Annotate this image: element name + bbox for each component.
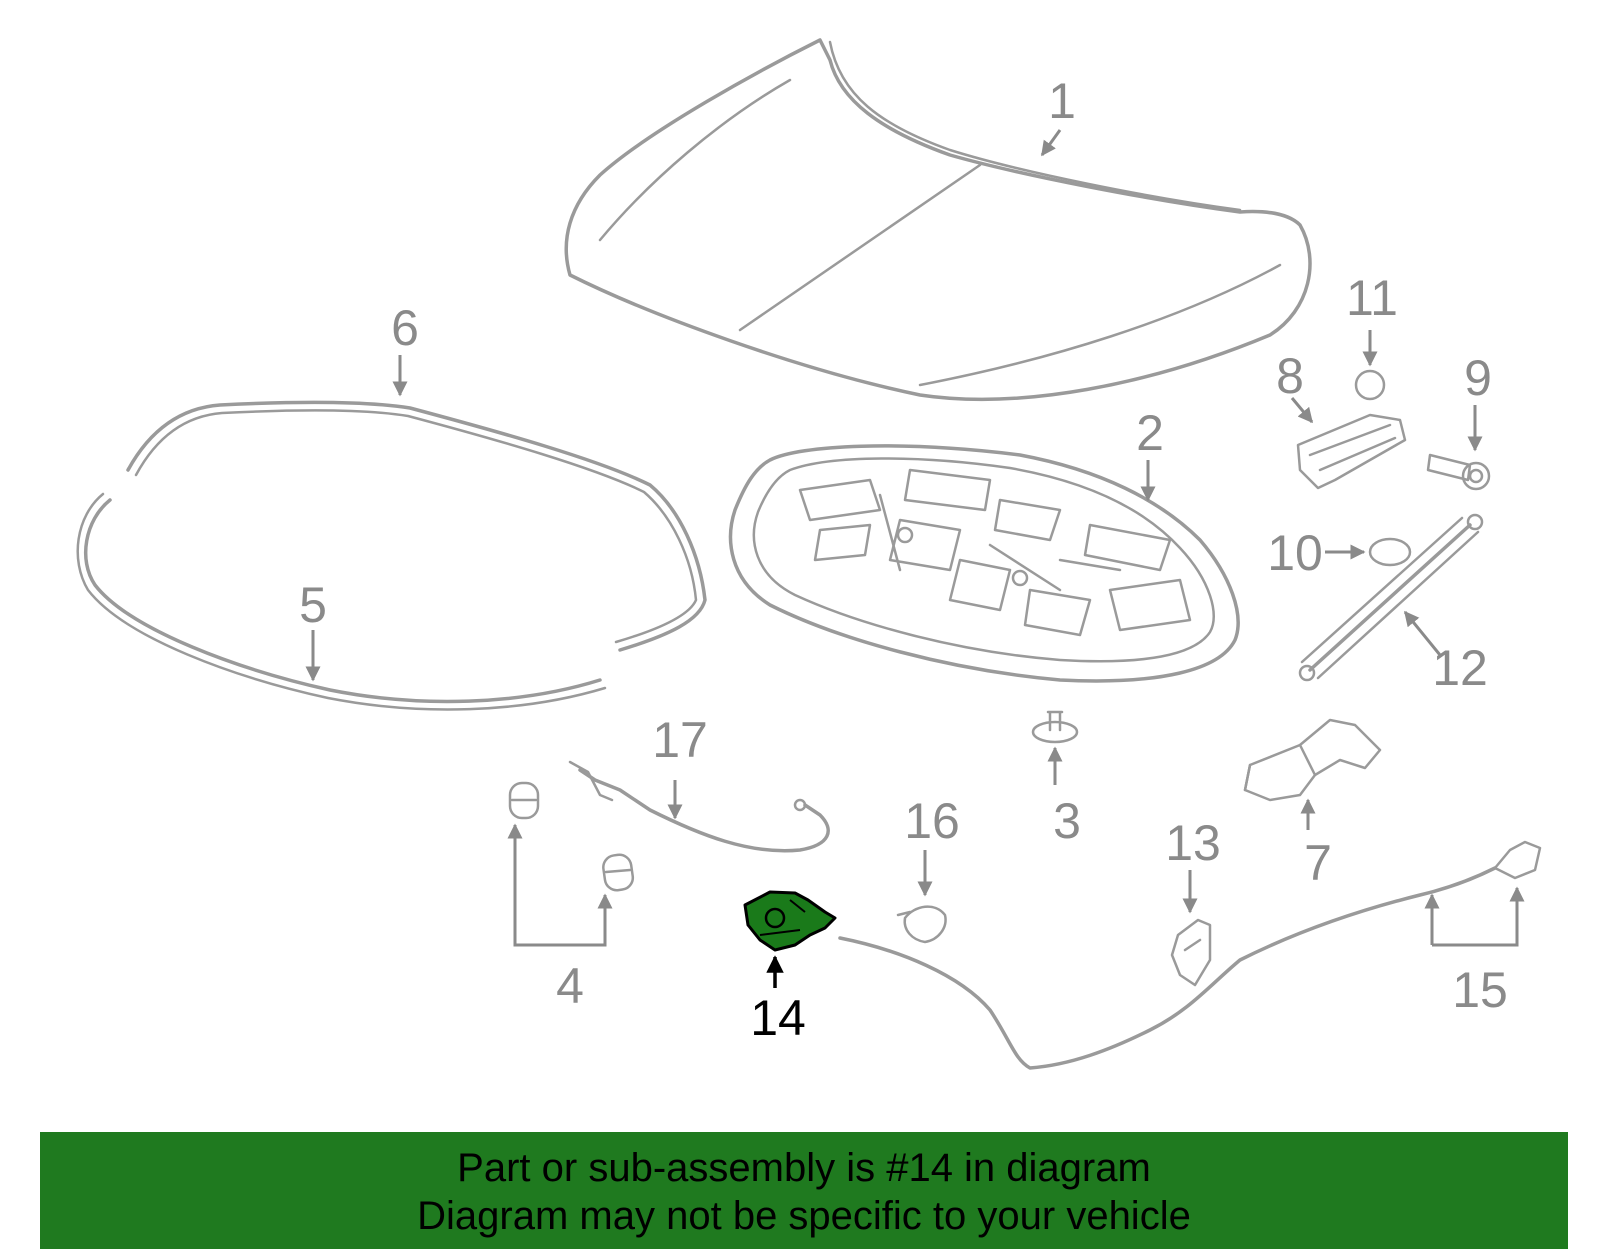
- part-bracket-7[interactable]: [1243, 718, 1382, 802]
- callout-3: 3: [1053, 793, 1081, 849]
- part-seal-6[interactable]: [126, 400, 707, 652]
- part-clip-3[interactable]: [1031, 710, 1079, 744]
- part-strut-12[interactable]: [1298, 513, 1484, 682]
- banner-line-part: Part or sub-assembly is #14 in diagram: [457, 1146, 1151, 1190]
- callout-7: 7: [1304, 835, 1332, 891]
- callout-11: 11: [1346, 270, 1398, 326]
- banner-line-disclaimer: Diagram may not be specific to your vehi…: [417, 1194, 1191, 1238]
- callout-2: 2: [1136, 405, 1164, 461]
- callout-10: 10: [1267, 525, 1323, 581]
- part-cap-11[interactable]: [1354, 369, 1386, 401]
- callout-9: 9: [1464, 350, 1492, 406]
- callout-17: 17: [652, 712, 708, 768]
- part-grommet-16[interactable]: [896, 905, 947, 944]
- part-bumpers-4[interactable]: [508, 781, 635, 892]
- part-handle-13[interactable]: [1170, 918, 1212, 987]
- part-hinge-8[interactable]: [1296, 413, 1407, 490]
- part-plug-10[interactable]: [1368, 537, 1412, 567]
- info-banner: Part or sub-assembly is #14 in diagram D…: [40, 1132, 1568, 1249]
- callout-5: 5: [299, 577, 327, 633]
- part-cable-15[interactable]: [838, 840, 1542, 1070]
- part-hood[interactable]: [564, 38, 1312, 402]
- part-seal-5[interactable]: [76, 492, 607, 711]
- callout-8: 8: [1276, 348, 1304, 404]
- callout-4: 4: [556, 958, 584, 1014]
- callout-14: 14: [750, 990, 806, 1046]
- part-insulator[interactable]: [728, 444, 1240, 683]
- callout-labels: 1 2 3 4 5 6 7 8 9 10 11 12 13 14 15 16 1…: [299, 73, 1508, 1046]
- callout-1: 1: [1048, 73, 1076, 129]
- callout-15: 15: [1452, 962, 1508, 1018]
- callout-16: 16: [904, 793, 960, 849]
- part-latch-14-highlighted[interactable]: [743, 890, 837, 952]
- callout-6: 6: [391, 300, 419, 356]
- part-cable-17[interactable]: [568, 760, 830, 853]
- callout-13: 13: [1165, 815, 1221, 871]
- leader-lines: [305, 129, 1525, 988]
- part-bolt-9[interactable]: [1426, 453, 1491, 491]
- callout-12: 12: [1432, 640, 1488, 696]
